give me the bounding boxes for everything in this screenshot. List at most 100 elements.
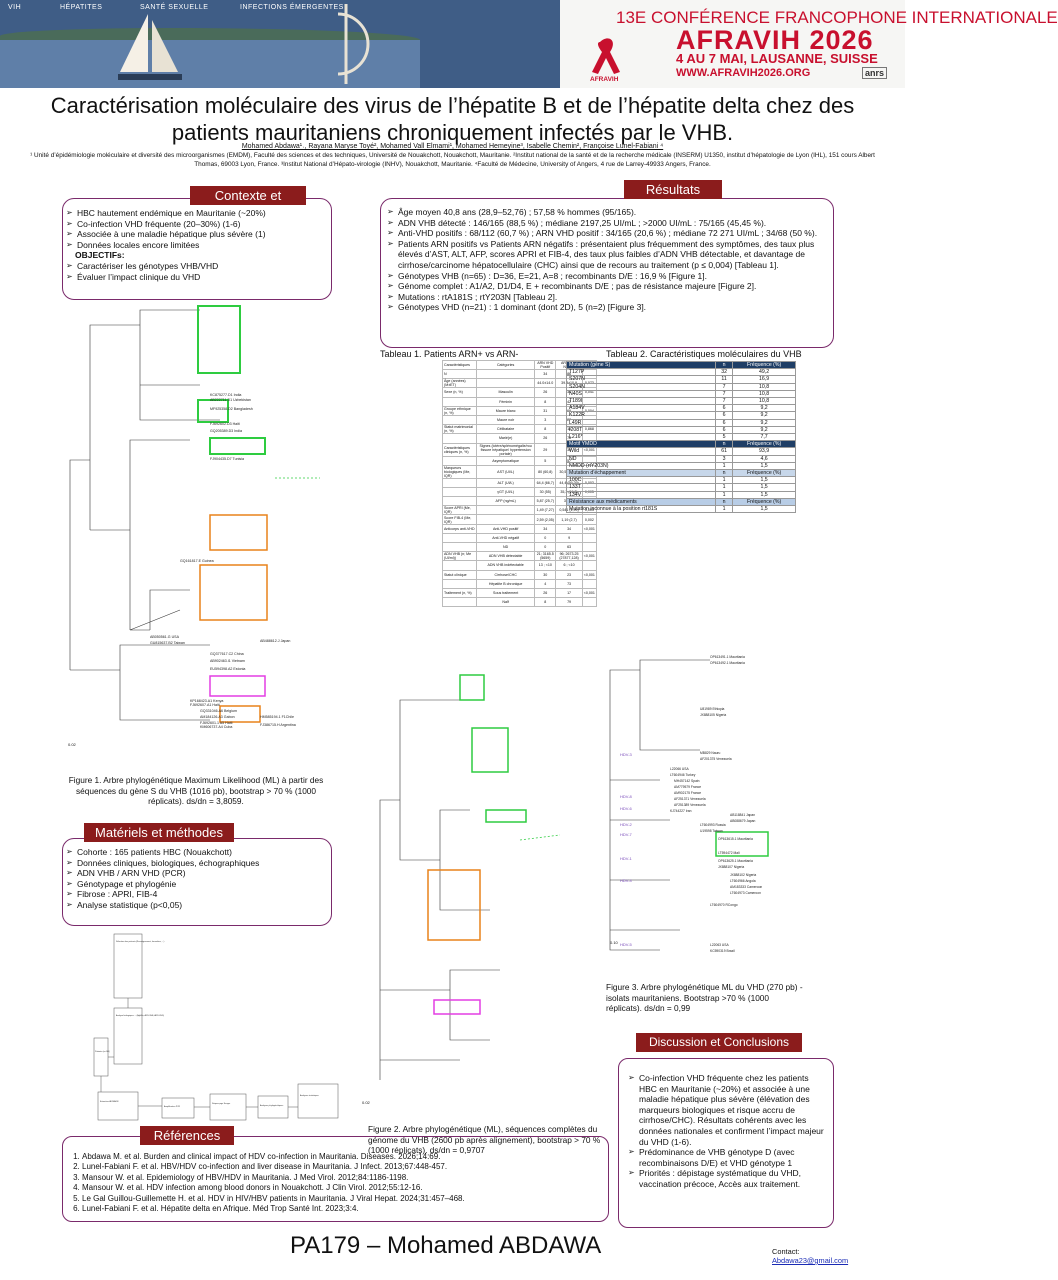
table2-cell: 133T: [566, 483, 716, 492]
afravih-logo-text: AFRAVIH: [590, 76, 619, 83]
flowchart-box-text: Séquençage Sanger: [212, 1103, 231, 1105]
figure3-caption: Figure 3. Arbre phylogénétique ML du VHD…: [606, 982, 803, 1013]
table1-cell: Naïf: [476, 597, 536, 608]
fig1-label: FJ692607.A1 Haiti: [190, 703, 220, 707]
table2-cell: L49R: [566, 418, 716, 427]
table2-cell: Mutation d’échappement: [566, 469, 716, 478]
nav-vih[interactable]: VIH: [8, 4, 22, 11]
table2-cell: 6: [714, 411, 734, 420]
table1-cell: Cirrhose/CHC: [476, 569, 536, 580]
fig3-genotype-label: HDV-8: [620, 794, 633, 799]
figure2-green-group-3: [485, 809, 527, 823]
table1-cell: [441, 477, 478, 488]
table2-cell: 7: [714, 389, 734, 399]
table1-cell: [441, 597, 478, 608]
table2-cell: 10,8: [732, 382, 796, 391]
table2-cell: 1,5: [732, 461, 796, 471]
table1-cell: γGT (UI/L): [476, 486, 536, 498]
references-header: Références: [140, 1126, 234, 1145]
fig1-label: MF925358.D2 Bangladesh: [210, 407, 253, 411]
table2-cell: 1,5: [732, 483, 796, 492]
table1-cell: [476, 514, 536, 525]
anrs-logo: anrs: [862, 67, 888, 79]
result-item: Génome complet : A1/A2, D1/D4, E + recom…: [387, 281, 828, 292]
discussion-header: Discussion et Conclusions: [636, 1033, 802, 1052]
fig3-genotype-label: HDV-3: [620, 752, 633, 757]
fig3-label: KJ744227 Iran: [670, 809, 692, 813]
context-box: HBC hautement endémique en Mauritanie (~…: [62, 198, 332, 300]
table1-cell: 26: [534, 433, 557, 444]
figure2-green-group-1: [459, 674, 485, 701]
fig3-label: LT604993 Russia: [700, 823, 726, 827]
flowchart-box-text: Sélection des patients (Renseignement, f…: [116, 940, 165, 943]
table2-cell: 3: [714, 454, 734, 463]
table1-cell: ADN VHB détectable: [476, 551, 536, 562]
table1-cell: <0,001: [581, 523, 598, 534]
fig1-label: GQ331046.A6 Belgium: [200, 709, 237, 713]
result-item: Patients ARN positifs vs Patients ARN né…: [387, 239, 828, 271]
fig3-genotype-label: HDV-5: [620, 942, 633, 947]
table1-cell: Score APRI (Me, IQR): [441, 505, 478, 516]
objectives-label: OBJECTIFs:: [75, 250, 125, 261]
table2-cell: 5: [714, 433, 734, 442]
table1-cell: <0,001: [581, 569, 598, 580]
table1-cell: Maure noir: [476, 414, 536, 426]
table1-cell: [441, 578, 478, 589]
table1-cell: 6 ; <10: [555, 560, 583, 571]
references-box: [62, 1136, 609, 1222]
sailboat-icon: [118, 14, 182, 80]
figure1-tree: KC875277.D1 India AB222711.D1 Uzbekistan…: [69, 305, 320, 729]
nav-infections-emergentes[interactable]: INFECTIONS ÉMERGENTES: [240, 4, 344, 11]
fig1-label: GQ377617.C2 China: [210, 652, 244, 656]
table1-cell: 63: [555, 541, 583, 553]
table2-cell: Wild: [566, 447, 716, 456]
context-item: Données locales encore limitées: [66, 240, 331, 251]
reference-item: Lunel-Fabiani F. et al. HBV/HDV co-infec…: [82, 1162, 600, 1172]
table1-cell: Score FIB-4 (Me, IQR): [441, 514, 478, 525]
conference-dates-place: 4 AU 7 MAI, LAUSANNE, SUISSE: [676, 51, 878, 66]
fig3-label: L22063 USA: [710, 943, 729, 947]
poster-title: Caractérisation moléculaire des virus de…: [50, 93, 855, 145]
crescent-icon: [337, 4, 370, 84]
fig3-label: OP613491.1 Mauritania: [710, 655, 745, 659]
discussion-item: Prédominance de VHB génotype D (avec rec…: [628, 1147, 827, 1168]
flowchart-box-text: Analyses statistiques: [300, 1094, 319, 1097]
table1-cell: 64,4 (66,7): [534, 477, 557, 488]
table1-cell: N: [441, 368, 478, 380]
table1-cell: Statut clinique: [441, 569, 478, 580]
conference-website[interactable]: WWW.AFRAVIH2026.ORG: [676, 67, 811, 79]
table2-cell: n: [714, 360, 734, 370]
results-header: Résultats: [624, 180, 722, 199]
conference-banner: VIH HÉPATITES SANTÉ SEXUELLE INFECTIONS …: [0, 0, 1058, 88]
nav-hepatites[interactable]: HÉPATITES: [60, 4, 103, 11]
reference-item: Mansour W. et al. HDV infection among bl…: [82, 1183, 600, 1193]
table1-cell: [476, 368, 536, 380]
fig3-label: AF201375 Venezuela: [700, 757, 732, 761]
table1-cell: [441, 433, 478, 444]
context-item: HBC hautement endémique en Mauritanie (~…: [66, 208, 331, 219]
figure2-caption: Figure 2. Arbre phylogénétique (ML), séq…: [368, 1124, 601, 1155]
discussion-item: Priorités : dépistage systématique du VH…: [628, 1168, 827, 1189]
table2-cell: 1: [714, 461, 734, 471]
fig3-label: LT604973 Cameroon: [730, 891, 761, 895]
reference-item: Lunel-Fabiani F. et al. Hépatite delta e…: [82, 1204, 600, 1214]
table2-cell: 1,5: [732, 505, 796, 514]
fig3-label: AF251389 Venezuela: [674, 803, 706, 807]
fig1-label: FJ904435.D7 Tunisia: [210, 457, 244, 461]
fig1-label: KP168423.A1 Kenya: [190, 699, 223, 703]
flowchart-box-text: Extraction ADN/ARN: [100, 1100, 119, 1103]
fig1-label: GQ161817.E Guinea: [180, 559, 214, 563]
table2-cell: Fréquence (%): [732, 360, 796, 370]
table1-cell: ND: [476, 541, 536, 553]
nav-sante-sexuelle[interactable]: SANTÉ SEXUELLE: [140, 4, 209, 11]
contact-email[interactable]: Abdawa23@gmail.com: [772, 1256, 849, 1265]
table1-cell: Féminin: [476, 396, 536, 407]
